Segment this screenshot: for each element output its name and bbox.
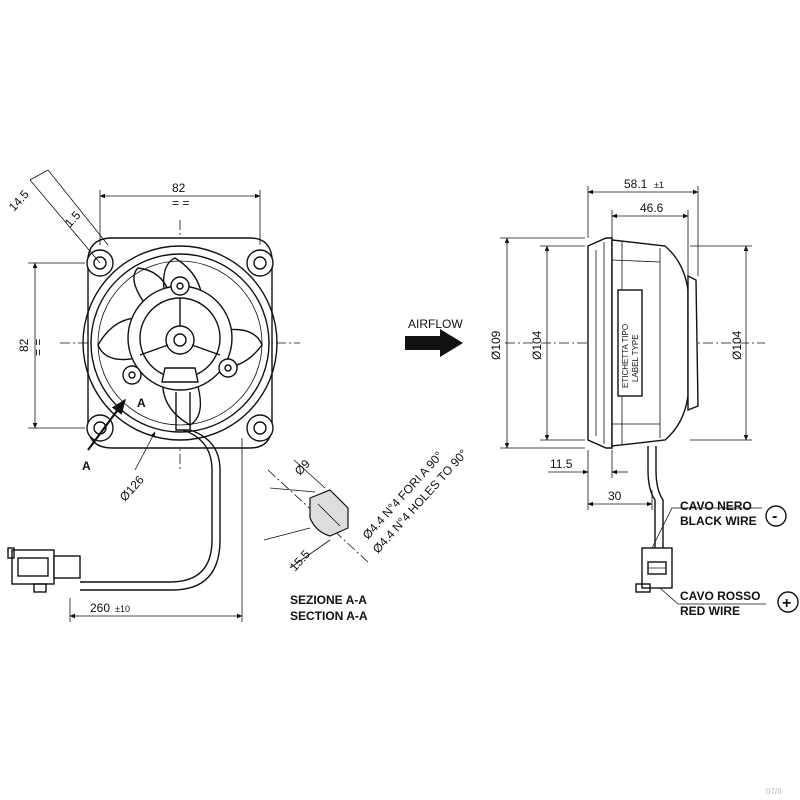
airflow-indicator: AIRFLOW [405,317,463,357]
dim-left-height: 82 [17,338,31,352]
label-area [617,289,643,397]
section-mark-upper: A [137,396,146,410]
red-wire-symbol: + [782,595,791,612]
front-view: A A 82 = = 82 = = 14.5 1.5 Ø126 260 ±10 [6,169,300,622]
dim-top-width: 82 [172,181,186,195]
dim-depth: 15.5 [287,547,313,574]
svg-text:= =: = = [172,196,189,210]
black-wire-symbol: - [772,508,777,525]
minus-symbol-icon [765,505,787,527]
dim-body-depth: 46.6 [640,201,664,215]
section-mark-lower: A [82,459,91,473]
black-wire-english: BLACK WIRE [680,514,757,528]
dim-total-depth-tolerance: ±1 [654,180,664,190]
dim-motor-diameter: Ø104 [730,330,744,360]
dim-frame-diameter: Ø104 [530,330,544,360]
dim-cable-length: 260 [90,601,110,615]
black-wire-italian: CAVO NERO [680,499,752,513]
side-connector [635,547,673,593]
airflow-label: AIRFLOW [408,317,463,331]
dim-diameter-126: Ø126 [117,473,147,504]
side-view: ETICHETTA TIPO LABEL TYPE 58.1 ±1 46.6 Ø… [489,177,765,593]
wire-labels: CAVO NERO BLACK WIRE - CAVO ROSSO RED WI… [651,499,799,618]
power-cable [80,429,213,583]
outer-ring [82,245,278,441]
mounting-ears [86,249,274,442]
section-detail: Ø9 15.5 Ø4.4 N°4 FORI A 90° Ø4.4 N°4 HOL… [263,447,471,623]
plus-symbol-icon [777,591,799,613]
dim-mount: 30 [608,489,622,503]
connector [7,547,81,593]
red-wire-italian: CAVO ROSSO [680,589,760,603]
dim-ear-small: 1.5 [62,208,84,230]
label-type-english: LABEL TYPE [631,334,640,382]
hole-note-english: Ø4.4 N°4 HOLES TO 90° [370,447,471,557]
side-flange [587,237,613,449]
corner-mark: 07/II [766,787,782,796]
dim-ear-offset: 14.5 [6,187,32,214]
section-title-italian: SEZIONE A-A [290,593,367,607]
dim-cable-tolerance: ±10 [115,604,130,614]
section-title-english: SECTION A-A [290,609,368,623]
dim-outer-diameter: Ø109 [489,330,503,360]
label-type-italian: ETICHETTA TIPO [621,324,630,388]
dim-total-depth: 58.1 [624,177,648,191]
dim-flange: 11.5 [550,457,573,471]
airflow-arrow-icon [405,329,463,357]
svg-text:= =: = = [31,339,45,356]
red-wire-english: RED WIRE [680,604,740,618]
